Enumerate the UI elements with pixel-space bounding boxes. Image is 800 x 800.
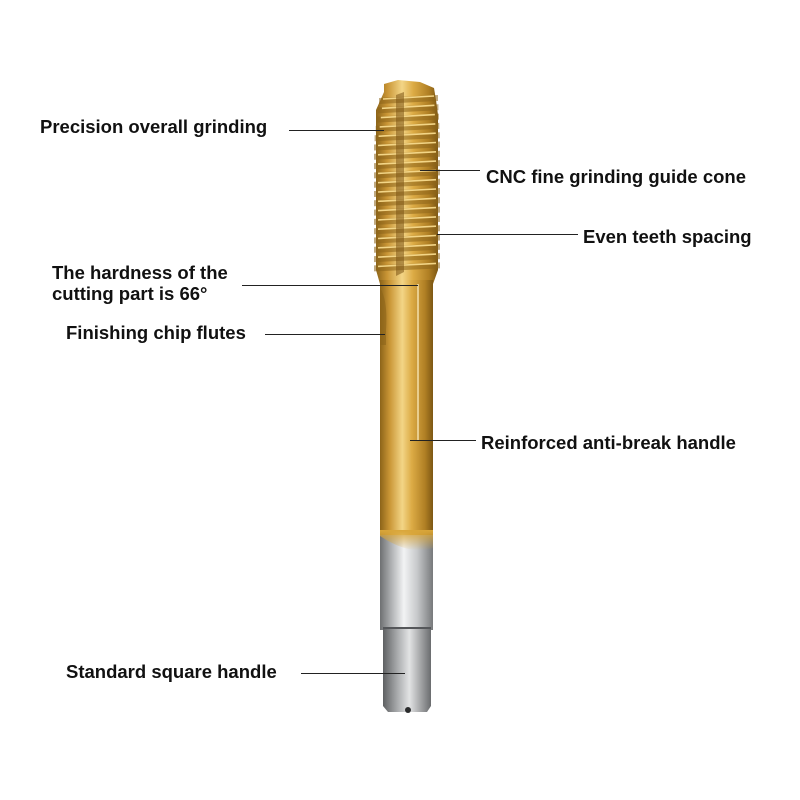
callout-chip-flutes: Finishing chip flutes: [66, 322, 246, 343]
leader-precision-grinding: [289, 130, 384, 131]
thread-tooth-highlight: [382, 95, 435, 100]
callout-precision-grinding: Precision overall grinding: [40, 116, 268, 137]
steel-shank: [380, 535, 433, 630]
center-hole: [405, 707, 411, 713]
gold-fade: [380, 530, 433, 551]
thread-tooth-highlight: [377, 244, 437, 249]
callout-hardness-line2: cutting part is 66°: [52, 283, 208, 304]
thread-tooth-highlight: [378, 132, 436, 137]
thread-flute: [396, 92, 404, 276]
thread-tooth-highlight: [377, 225, 437, 230]
callout-hardness-line1: The hardness of the: [52, 262, 228, 283]
thread-tooth-highlight: [377, 151, 437, 156]
callout-square-handle: Standard square handle: [66, 661, 277, 682]
leader-anti-break: [410, 440, 476, 441]
thread-tooth-highlight: [377, 188, 437, 193]
thread-tooth-highlight: [377, 234, 437, 240]
leader-guide-cone: [420, 170, 480, 171]
thread-tooth-highlight: [380, 113, 435, 119]
leader-chip-flutes: [265, 334, 385, 335]
callout-teeth-spacing: Even teeth spacing: [583, 226, 752, 247]
leader-hardness: [242, 285, 418, 286]
gold-shank: [380, 280, 433, 545]
thread-tooth-highlight: [377, 197, 437, 203]
leader-teeth-spacing: [437, 234, 578, 235]
thread-tooth-highlight: [379, 123, 436, 128]
square-drive: [383, 628, 431, 712]
thread-tooth-highlight: [377, 141, 437, 147]
thread-tooth-highlight: [377, 178, 437, 184]
callout-guide-cone: CNC fine grinding guide cone: [486, 166, 747, 187]
thread-tooth-highlight: [381, 104, 435, 110]
leader-square-handle: [301, 673, 405, 674]
chip-flute-groove: [380, 288, 387, 345]
thread-tooth-highlight: [377, 206, 437, 212]
thread-tooth-highlight: [377, 216, 437, 221]
thread-tooth-highlight: [377, 253, 437, 258]
thread-tooth-highlight: [377, 160, 437, 165]
callout-anti-break: Reinforced anti-break handle: [481, 432, 736, 453]
thread-teeth: [374, 95, 440, 272]
thread-tooth-highlight: [377, 262, 437, 268]
